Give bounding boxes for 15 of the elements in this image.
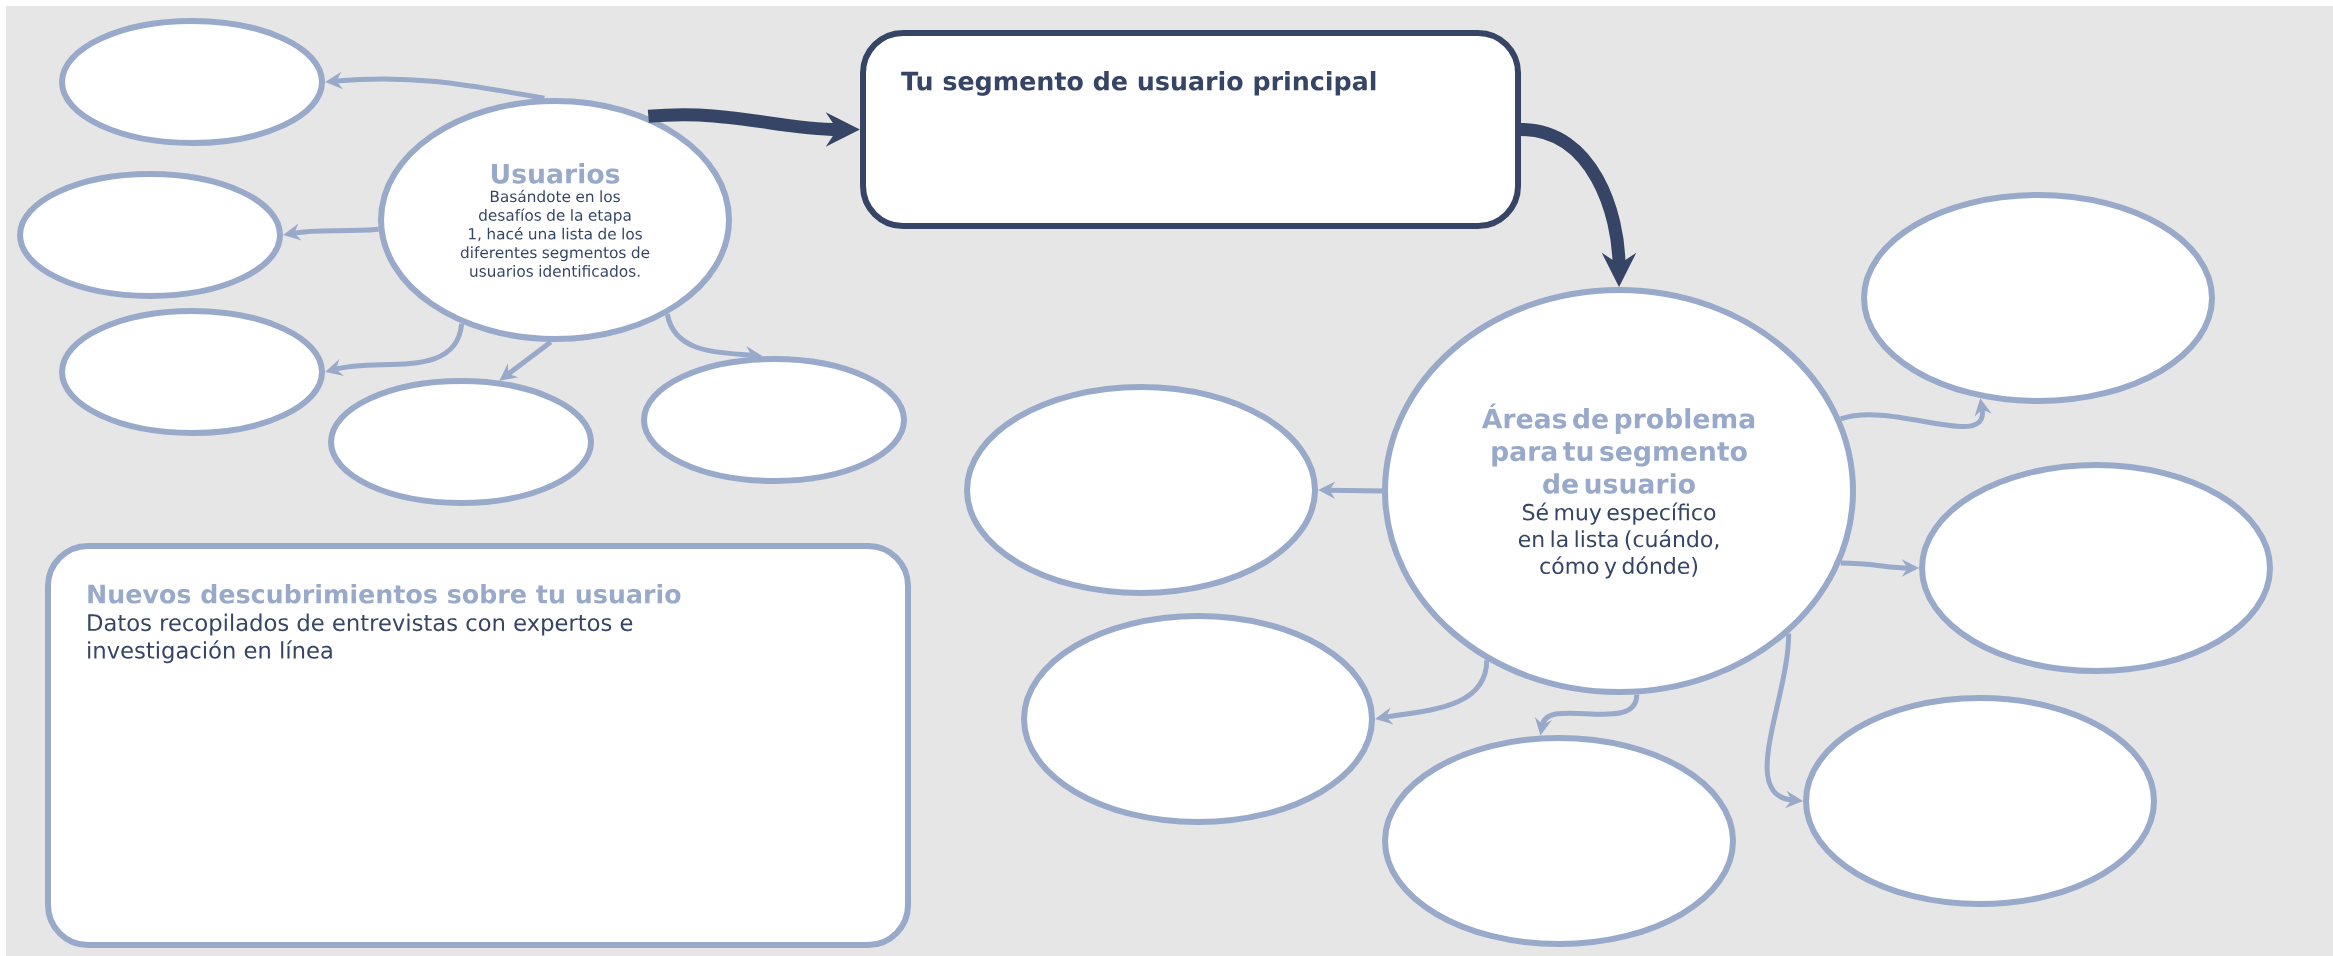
bubble: Usuarios Basándote en los desafíos de la etapa 1, hacé una lista de los diferentes segmentos de usuarios identificados. <box>378 98 732 342</box>
empty-bubble <box>59 18 325 146</box>
empty-bubble <box>1382 735 1736 947</box>
bubble: Áreas de problema para tu segmento de usuario Sé muy específico en la lista (cuándo, cómo y dónde) <box>1382 287 1856 695</box>
empty-bubble <box>328 378 594 506</box>
empty-bubble <box>641 356 907 484</box>
empty-bubble <box>1861 192 2215 404</box>
empty-bubble <box>1803 695 2157 907</box>
empty-bubble <box>59 308 325 436</box>
empty-bubble <box>17 171 283 299</box>
empty-bubble <box>1919 462 2273 674</box>
empty-bubble <box>1021 613 1375 825</box>
text-box: Nuevos descubrimientos sobre tu usuario Datos recopilados de entrevistas con expertos e investigación en línea <box>45 543 911 948</box>
text-box: Tu segmento de usuario principal <box>860 30 1521 229</box>
empty-bubble <box>964 384 1318 596</box>
